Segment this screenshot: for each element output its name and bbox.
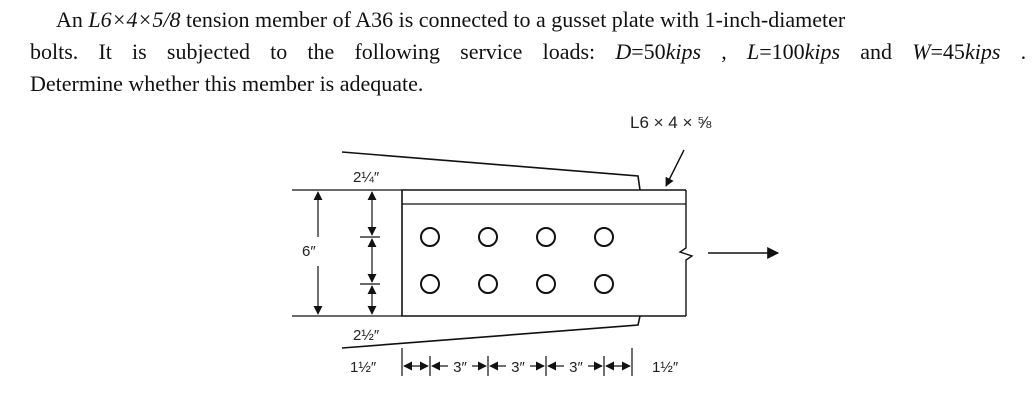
line1-rest: tension member of A36 is connected to a … [185,7,846,32]
gusset-plate [341,151,641,349]
dim-right-edge-label: 1½″ [652,359,679,376]
problem-statement: An L6×4×5/8 tension member of A36 is con… [30,4,1026,100]
wind-load-unit: kips [964,39,1001,64]
horizontal-dimensions [401,348,633,376]
problem-line-2: bolts. It is subjected to the following … [30,36,1026,68]
problem-line-1: An L6×4×5/8 tension member of A36 is con… [30,4,1026,36]
dead-load-unit: kips [665,39,702,64]
dim-spacing-label-3: 3″ [569,359,583,376]
dim-spacing-label-2: 3″ [511,359,525,376]
bolt-hole [594,227,614,247]
bolt-hole [478,274,498,294]
bolt-hole [536,274,556,294]
end-period: . [1020,39,1027,64]
dead-load-symbol: D [615,39,632,64]
dim-left-edge-label: 1½″ [350,359,377,376]
bolt-holes [420,227,614,294]
bolt-hole [536,227,556,247]
wind-load-value: =45 [930,39,965,64]
leader-line [665,149,685,187]
vertical-dimensions [292,189,402,317]
bolt-hole [478,227,498,247]
wind-load-symbol: W [912,39,931,64]
live-load-symbol: L [746,39,760,64]
problem-line-3: Determine whether this member is adequat… [30,71,424,96]
and-word: and [860,39,893,64]
intro-word: An [56,7,83,32]
bolt-hole [420,227,440,247]
bolt-hole [420,274,440,294]
separator-comma: , [721,39,727,64]
shape-symbol: L [88,7,101,32]
line2-start: bolts. It is subjected to the following … [30,39,596,64]
dim-total-depth-label: 6″ [302,243,316,260]
angle-designation-label: L6 × 4 × ⅝ [630,113,712,132]
angle-outline [401,189,686,317]
live-load-value: =100 [759,39,805,64]
dim-bottom-edge-label: 2½″ [353,327,380,344]
shape-dimensions: 6×4×5/8 [100,7,181,32]
dim-spacing-label-1: 3″ [453,359,467,376]
gusset-top-edge [341,151,641,191]
angle-member [401,189,694,317]
bolt-hole [594,274,614,294]
gusset-bottom-edge [341,315,641,349]
live-load-unit: kips [804,39,841,64]
dead-load-value: =50 [631,39,666,64]
dim-top-edge-label: 2¼″ [353,169,380,186]
break-line [678,190,694,316]
